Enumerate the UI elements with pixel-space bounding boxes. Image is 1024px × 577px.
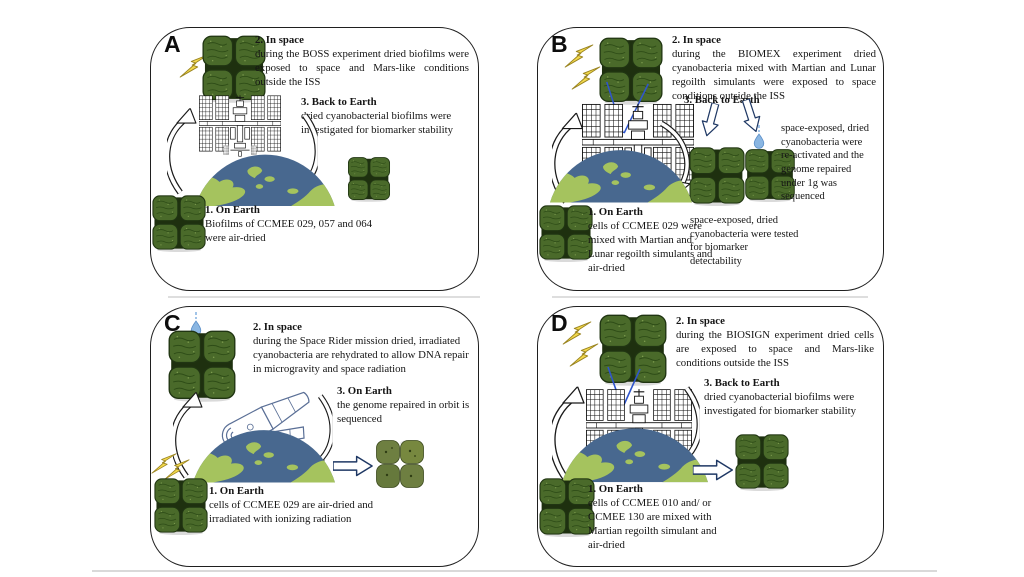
step1-text: 1. On Earth cells of CCMEE 029 were mixe… — [588, 206, 716, 276]
step1-text: 1. On Earth Biofilms of CCMEE 029, 057 a… — [205, 204, 381, 246]
step1-body: cells of CCMEE 010 and/ or CCMEE 130 are… — [588, 496, 717, 551]
panel-a-label: A — [164, 31, 181, 57]
step3-title: 3. Back to Earth — [684, 94, 760, 106]
step2-text: 2. In space during the Space Rider missi… — [253, 321, 477, 377]
step1-title: 1. On Earth — [205, 204, 260, 216]
step1-body: cells of CCMEE 029 are air-dried and irr… — [209, 498, 374, 525]
artifact-line — [168, 296, 480, 298]
droplet-icon — [752, 124, 766, 150]
cyanobacteria-icon — [153, 477, 209, 535]
step2-body: during the BIOSIGN experiment dried cell… — [676, 328, 874, 369]
step1-body: cells of CCMEE 029 were mixed with Marti… — [588, 219, 713, 274]
step2-text: 2. In space during the BIOSIGN experimen… — [676, 315, 874, 371]
artifact-line — [552, 296, 868, 298]
step3-body: the genome repaired in orbit is sequence… — [337, 398, 470, 425]
earth-icon — [550, 148, 692, 204]
panel-a: A 2. In space during the BOSS experiment… — [150, 27, 479, 291]
step1-text: 1. On Earth cells of CCMEE 029 are air-d… — [209, 485, 417, 527]
step2-text: 2. In space during the BOSS experiment d… — [255, 34, 469, 90]
step1-title: 1. On Earth — [209, 485, 264, 497]
lightning-icon — [562, 321, 592, 345]
panel-b-label: B — [551, 31, 568, 57]
panel-c-label: C — [164, 310, 181, 336]
lightning-icon — [564, 44, 594, 68]
note-tested: space-exposed, dried cyanobacteria were … — [690, 215, 799, 267]
step1-text: 1. On Earth cells of CCMEE 010 and/ or C… — [588, 483, 728, 553]
cyanobacteria-icon — [347, 156, 391, 202]
step2-text: 2. In space during the BIOMEX experiment… — [672, 34, 876, 104]
cyanobacteria-drawn-icon — [375, 439, 425, 489]
block-arrow-right-icon — [333, 455, 373, 477]
cyanobacteria-icon — [688, 146, 746, 206]
panel-d-label: D — [551, 310, 568, 336]
note-reactivated: space-exposed, dried cyanobacteria were … — [781, 123, 870, 203]
step2-body: during the BIOMEX experiment dried cyano… — [672, 47, 876, 102]
step3-title: 3. Back to Earth — [301, 96, 377, 108]
step1-body: Biofilms of CCMEE 029, 057 and 064 were … — [205, 217, 373, 244]
earth-icon — [193, 429, 335, 483]
iss-icon — [199, 94, 281, 157]
step3-text: 3. Back to Earth dried cyanobacterial bi… — [704, 377, 866, 419]
step3-body: dried cyanobacterial biofilms were inves… — [704, 390, 857, 417]
step2-title: 2. In space — [253, 321, 302, 333]
artifact-line — [92, 570, 937, 572]
earth-icon — [562, 427, 708, 483]
cyanobacteria-icon — [538, 204, 594, 262]
cyanobacteria-icon — [734, 433, 790, 491]
step2-body: during the BOSS experiment dried biofilm… — [255, 47, 469, 88]
step3-title: 3. Back to Earth — [704, 377, 780, 389]
step2-title: 2. In space — [255, 34, 304, 46]
step3-text: 3. Back to Earth dried cyanobacterial bi… — [301, 96, 475, 138]
lightning-icon — [571, 66, 601, 90]
block-arrow-right-icon — [692, 459, 734, 481]
step2-title: 2. In space — [676, 315, 725, 327]
step1-title: 1. On Earth — [588, 206, 643, 218]
panel-d: D 2. In space during the BIOSIGN experim… — [537, 306, 884, 567]
step2-title: 2. In space — [672, 34, 721, 46]
step1-title: 1. On Earth — [588, 483, 643, 495]
step3-body: dried cyanobacterial biofilms were inves… — [301, 109, 454, 136]
cyanobacteria-icon — [151, 194, 207, 252]
step3-title: 3. On Earth — [337, 385, 392, 397]
step2-body: during the Space Rider mission dried, ir… — [253, 334, 469, 375]
panel-c: C 2. In space during the Space Rider mis… — [150, 306, 479, 567]
panel-b: B 2. In space during the BIOMEX experime… — [537, 27, 884, 291]
step3-text: 3. On Earth the genome repaired in orbit… — [337, 385, 482, 427]
earth-icon — [195, 154, 335, 206]
lightning-icon — [569, 343, 599, 367]
